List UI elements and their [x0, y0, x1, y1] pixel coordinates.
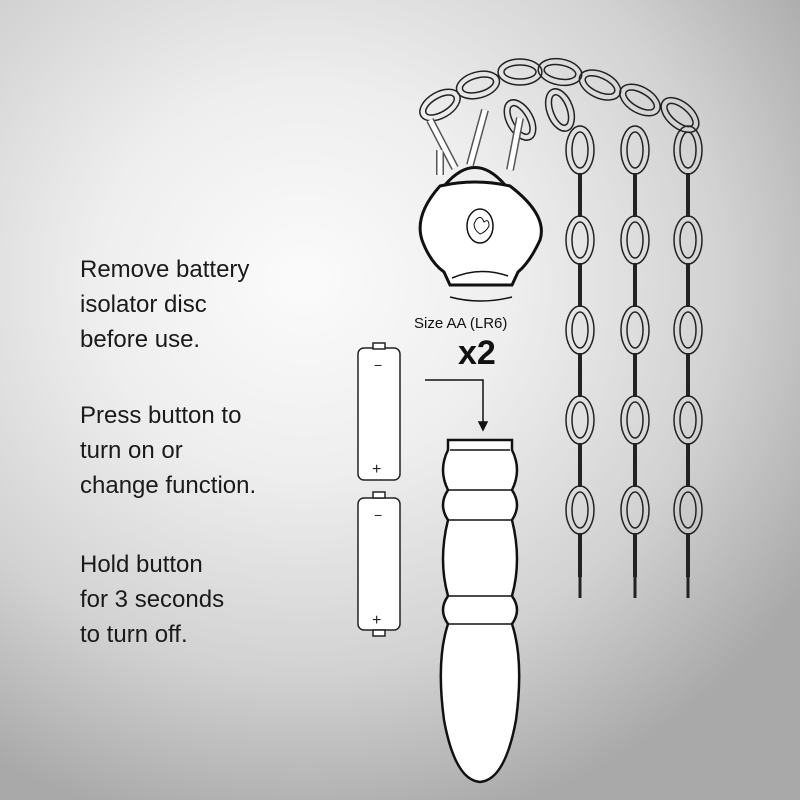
chain-link [619, 83, 661, 117]
plus-sign: + [372, 461, 381, 478]
chain-link [679, 221, 697, 259]
chain-link [673, 215, 703, 265]
instruction-line: isolator disc [80, 291, 207, 318]
battery-quantity: x2 [458, 334, 496, 372]
chain-link [571, 401, 589, 439]
chain-link [679, 131, 697, 169]
chain-link [571, 221, 589, 259]
end-cap-icon [418, 108, 543, 302]
chain-link [626, 221, 644, 259]
vibrator-body-icon [439, 438, 521, 784]
instruction-line: to turn off. [80, 621, 188, 648]
chain-link [503, 99, 537, 141]
chain-link [620, 215, 650, 265]
chain-link [620, 305, 650, 355]
chain-link [571, 311, 589, 349]
instruction-line: before use. [80, 326, 201, 353]
instruction-line: Press button to [80, 402, 242, 429]
chain-link [673, 395, 703, 445]
chain-link [679, 311, 697, 349]
instruction-line: Hold button [80, 551, 203, 578]
chain-link [455, 70, 501, 100]
chain-link [666, 102, 694, 128]
chain-link [509, 104, 531, 136]
chain-link [578, 69, 622, 101]
chain-link [461, 76, 495, 94]
instruction-remove-isolator: Remove battery isolator disc before use. [80, 252, 249, 357]
minus-sign: − [374, 507, 382, 523]
instruction-hold-button: Hold button for 3 seconds to turn off. [80, 547, 224, 652]
chain-link [626, 491, 644, 529]
chain-link [571, 491, 589, 529]
instruction-press-button: Press button to turn on or change functi… [80, 398, 256, 503]
chain-link [624, 89, 656, 111]
instruction-line: change function. [80, 472, 257, 499]
chain-link [543, 63, 577, 81]
chain-link [626, 311, 644, 349]
chain-link [673, 125, 703, 175]
battery-size-label: Size AA (LR6) [414, 315, 508, 332]
chain-link [620, 395, 650, 445]
instruction-line: turn on or [80, 437, 183, 464]
chain-link [424, 94, 456, 116]
plus-sign: + [372, 612, 381, 629]
chain-link [673, 485, 703, 535]
chain-link [503, 64, 537, 80]
battery-icon [357, 342, 401, 637]
chain-link [660, 96, 700, 134]
chain-link [550, 94, 570, 126]
chain-link [544, 88, 576, 132]
instruction-line: for 3 seconds [80, 586, 225, 613]
insert-arrow-icon [425, 379, 489, 432]
chain-link [571, 131, 589, 169]
chain-link [584, 74, 616, 96]
chain-link [620, 485, 650, 535]
minus-sign: − [374, 357, 382, 373]
instruction-line: Remove battery [80, 256, 250, 283]
chain-link [565, 125, 595, 175]
chain-link [626, 401, 644, 439]
chain-link [679, 401, 697, 439]
chain-icon [419, 57, 703, 598]
chain-link [679, 491, 697, 529]
chain-link [497, 58, 543, 86]
chain-link [626, 131, 644, 169]
chain-link [419, 88, 461, 122]
chain-link [565, 305, 595, 355]
chain-link [673, 305, 703, 355]
chain-link [565, 215, 595, 265]
chain-link [565, 485, 595, 535]
chain-link [620, 125, 650, 175]
chain-link [565, 395, 595, 445]
chain-link [537, 57, 583, 87]
